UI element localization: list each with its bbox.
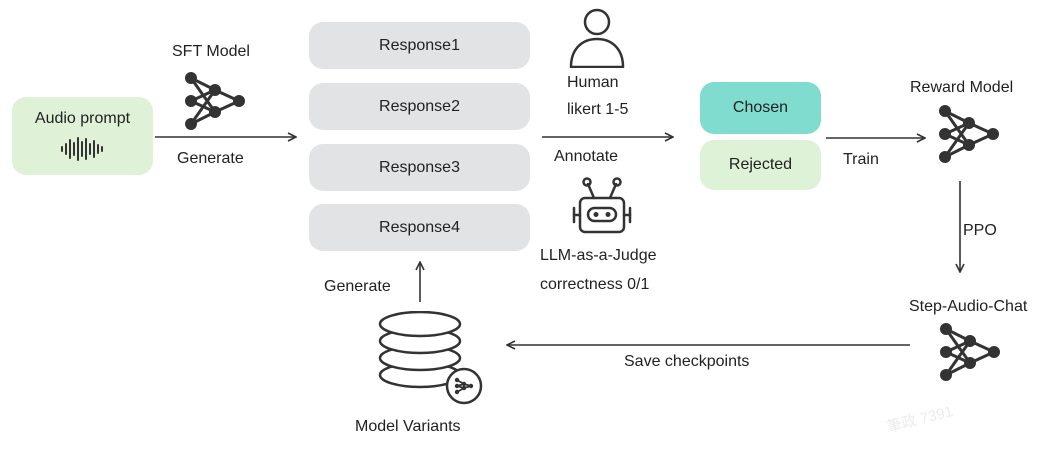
ppo-label: PPO [963, 222, 997, 239]
annotate-label: Annotate [554, 148, 619, 165]
human-likert-label: likert 1-5 [567, 101, 629, 118]
reward-model-network-icon [939, 105, 999, 163]
rejected-box: Rejected [700, 140, 821, 190]
audio-waveform-icon [60, 137, 103, 161]
response-label-1: Response1 [379, 36, 460, 54]
save-checkpoints-label: Save checkpoints [624, 353, 750, 370]
sft-model-label: SFT Model [172, 43, 250, 60]
step-audio-chat-label: Step-Audio-Chat [909, 298, 1028, 315]
robot-icon [572, 177, 632, 234]
database-icon [378, 311, 483, 405]
train-label: Train [843, 151, 879, 168]
response-box-3: Response3 [309, 144, 530, 191]
response-box-2: Response2 [309, 83, 530, 130]
rejected-label: Rejected [728, 156, 793, 173]
response-label-2: Response2 [379, 97, 460, 115]
human-label: Human [567, 74, 619, 91]
response-box-1: Response1 [309, 22, 530, 69]
audio-prompt-label: Audio prompt [34, 110, 131, 127]
reward-model-label: Reward Model [910, 79, 1014, 96]
llm-judge-correctness-label: correctness 0/1 [540, 276, 650, 293]
chosen-label: Chosen [732, 99, 789, 116]
audio-prompt-box: Audio prompt [12, 97, 153, 175]
step-audio-chat-network-icon [940, 323, 1000, 381]
chosen-box: Chosen [700, 82, 821, 134]
model-variants-label: Model Variants [355, 418, 461, 435]
generate-label-bottom: Generate [324, 278, 391, 295]
response-label-3: Response3 [379, 158, 460, 176]
response-label-4: Response4 [379, 218, 460, 236]
generate-label-top: Generate [177, 150, 244, 167]
sft-model-network-icon [185, 72, 245, 130]
response-box-4: Response4 [309, 204, 530, 251]
llm-judge-label: LLM-as-a-Judge [540, 247, 657, 264]
person-icon [569, 8, 625, 68]
